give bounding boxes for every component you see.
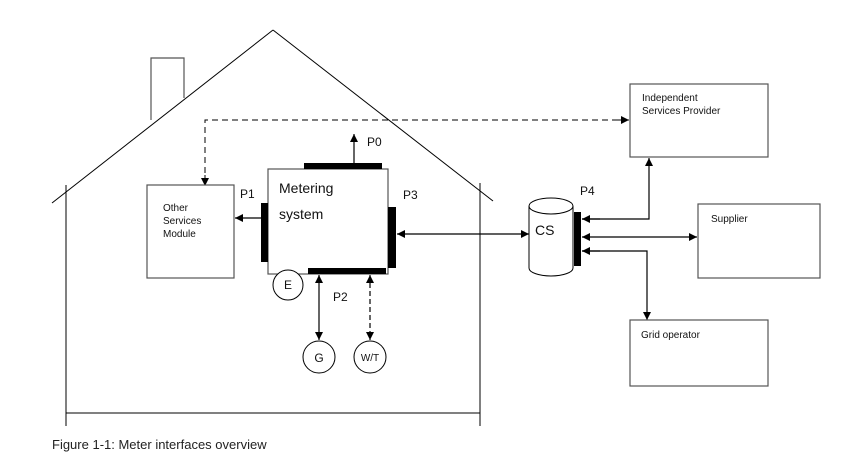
chimney: [150, 57, 185, 120]
e-meter-label: E: [284, 278, 292, 292]
grid-operator-label: Grid operator: [641, 330, 701, 341]
roof-right: [272, 29, 494, 202]
p4-grid-link: [582, 250, 651, 320]
osm-label-2: Services: [163, 216, 201, 227]
metering-label-2: system: [279, 206, 323, 222]
port-p2-bar: [308, 268, 386, 274]
g-meter: G: [302, 340, 336, 374]
port-p0-bar: [304, 163, 382, 169]
roof-left: [51, 29, 274, 204]
isp-label-1: Independent: [642, 93, 698, 104]
isp-label-2: Services Provider: [642, 106, 721, 117]
supplier: Supplier: [697, 203, 821, 279]
figure-caption: Figure 1-1: Meter interfaces overview: [52, 437, 267, 452]
port-p2-label: P2: [333, 290, 348, 304]
house: [51, 29, 494, 426]
supplier-label: Supplier: [711, 214, 748, 225]
wt-meter-label: W/T: [361, 353, 379, 364]
wt-meter: W/T: [353, 340, 387, 374]
port-p3-label: P3: [403, 188, 418, 202]
independent-services-provider: Independent Services Provider: [629, 83, 769, 158]
cs-database: CS: [528, 197, 574, 277]
port-p1-label: P1: [240, 187, 255, 201]
cs-label: CS: [535, 222, 554, 238]
g-meter-label: G: [314, 351, 323, 365]
metering-system: Metering system: [267, 168, 389, 275]
osm-label-1: Other: [163, 203, 189, 214]
port-p4-label: P4: [580, 184, 595, 198]
e-meter: E: [272, 269, 304, 301]
port-p0-label: P0: [367, 135, 382, 149]
port-p1-bar: [261, 203, 268, 262]
dashed-link-isp-osm: [204, 119, 628, 183]
p4-isp-link: [582, 158, 653, 220]
grid-operator: Grid operator: [629, 319, 769, 387]
metering-label-1: Metering: [279, 180, 333, 196]
port-p4-bar: [574, 212, 581, 266]
osm-label-3: Module: [163, 229, 196, 240]
port-p3-bar: [388, 207, 396, 268]
other-services-module: Other Services Module: [146, 184, 235, 279]
